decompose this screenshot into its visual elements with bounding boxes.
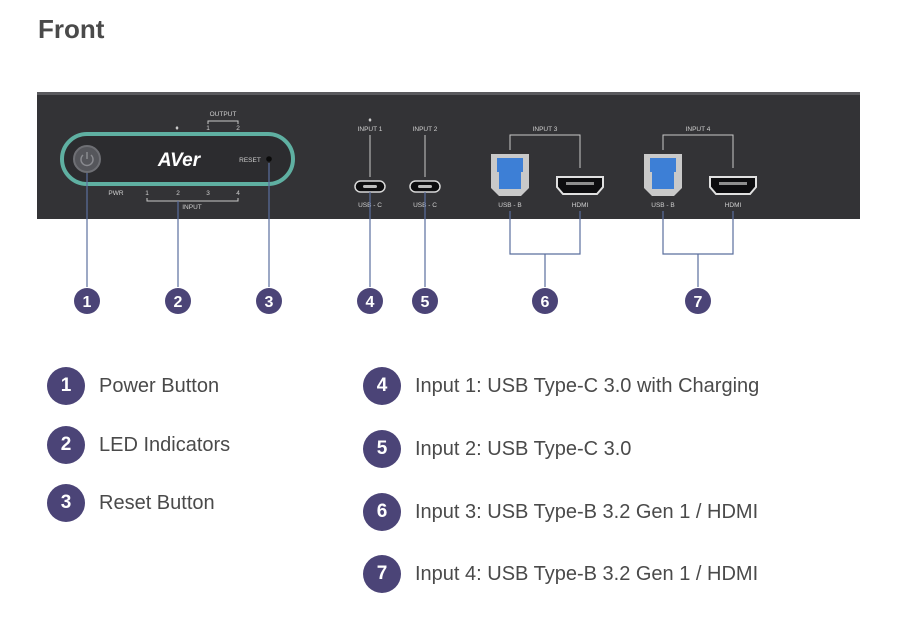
svg-text:6: 6 <box>541 294 550 311</box>
input4-usb-label: USB - B <box>651 202 674 209</box>
input2-label: INPUT 2 <box>413 126 438 133</box>
svg-text:2: 2 <box>174 294 183 311</box>
legend-label: Input 1: USB Type-C 3.0 with Charging <box>415 374 760 397</box>
input3-leader <box>509 134 581 168</box>
legend-item-input-3: 6 Input 3: USB Type-B 3.2 Gen 1 / HDMI <box>363 493 758 531</box>
pwr-label: PWR <box>108 190 123 197</box>
legend-item-led-indicators: 2 LED Indicators <box>47 426 230 464</box>
led-input-3-label: 3 <box>206 190 210 197</box>
callout-4: 4 <box>357 288 383 314</box>
aver-logo: AVer <box>157 150 202 171</box>
led-ring <box>60 132 295 186</box>
usbc-port-2-tongue <box>418 185 432 188</box>
usbb-port-4-tongue-bottom <box>652 172 674 189</box>
input3-label: INPUT 3 <box>533 126 558 133</box>
reset-label: RESET <box>239 157 261 164</box>
legend-badge: 2 <box>47 426 85 464</box>
input3-hdmi-label: HDMI <box>572 202 589 209</box>
legend-badge: 7 <box>363 555 401 593</box>
charging-mark: ♦ <box>368 117 372 124</box>
legend-label: Reset Button <box>99 491 215 514</box>
usbb-port-3-tongue-top <box>497 158 523 172</box>
legend-badge: 1 <box>47 367 85 405</box>
usbc-port-1-tongue <box>363 185 377 188</box>
input3-usb-label: USB - B <box>498 202 521 209</box>
led-input-4-label: 4 <box>236 190 240 197</box>
hdmi-port-3-tongue <box>566 182 594 185</box>
callout-7: 7 <box>685 288 711 314</box>
legend-badge: 3 <box>47 484 85 522</box>
page-title: Front <box>38 14 105 44</box>
hdmi-port-4 <box>709 176 757 195</box>
output-usb-mark: ♦ <box>175 125 179 132</box>
output-label: OUTPUT <box>210 111 237 118</box>
legend-item-input-1: 4 Input 1: USB Type-C 3.0 with Charging <box>363 367 759 405</box>
input4-leader <box>662 134 734 168</box>
usbb-port-4-tongue-top <box>650 158 676 172</box>
callout-6: 6 <box>532 288 558 314</box>
callout-5: 5 <box>412 288 438 314</box>
reset-pinhole[interactable] <box>266 156 272 162</box>
legend-label: Input 2: USB Type-C 3.0 <box>415 437 632 460</box>
callout-leaders <box>86 163 734 287</box>
legend-item-power-button: 1 Power Button <box>47 367 219 405</box>
callout-1: 1 <box>74 288 100 314</box>
legend-label: Input 4: USB Type-B 3.2 Gen 1 / HDMI <box>415 562 759 585</box>
input1-label: INPUT 1 <box>358 126 383 133</box>
callout-2: 2 <box>165 288 191 314</box>
power-icon <box>80 152 94 167</box>
output-2-label: 2 <box>236 125 240 132</box>
input4-label: INPUT 4 <box>686 126 711 133</box>
legend-badge: 4 <box>363 367 401 405</box>
svg-text:4: 4 <box>366 294 375 311</box>
usbb-port-3-tongue-bottom <box>499 172 521 189</box>
legend-item-input-4: 7 Input 4: USB Type-B 3.2 Gen 1 / HDMI <box>363 555 758 593</box>
device-top-edge <box>37 92 860 95</box>
output-1-label: 1 <box>206 125 210 132</box>
input-label: INPUT <box>182 204 202 211</box>
legend-badge: 6 <box>363 493 401 531</box>
hdmi-port-4-tongue <box>719 182 747 185</box>
legend-label: Power Button <box>99 374 220 397</box>
legend-badge: 5 <box>363 430 401 468</box>
callout-3: 3 <box>256 288 282 314</box>
svg-text:1: 1 <box>83 294 92 311</box>
output-bracket <box>207 120 239 124</box>
legend-item-input-2: 5 Input 2: USB Type-C 3.0 <box>363 430 631 468</box>
svg-text:3: 3 <box>265 294 274 311</box>
hdmi-port-3 <box>556 176 604 195</box>
led-input-2-label: 2 <box>176 190 180 197</box>
svg-text:5: 5 <box>421 294 430 311</box>
led-input-1-label: 1 <box>145 190 149 197</box>
svg-text:7: 7 <box>694 294 703 311</box>
legend-item-reset-button: 3 Reset Button <box>47 484 215 522</box>
legend-label: Input 3: USB Type-B 3.2 Gen 1 / HDMI <box>415 500 759 523</box>
input-bracket <box>146 198 239 202</box>
legend-label: LED Indicators <box>99 433 231 456</box>
input4-hdmi-label: HDMI <box>725 202 742 209</box>
